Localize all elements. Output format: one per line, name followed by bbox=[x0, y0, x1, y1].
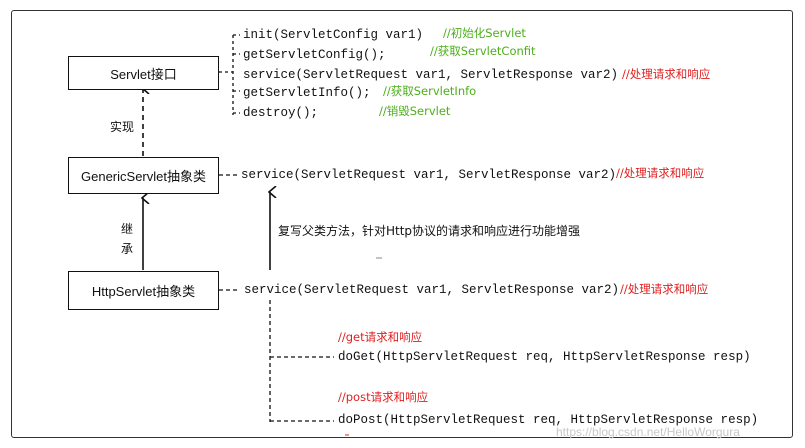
diagram-frame bbox=[11, 10, 793, 438]
servlet-method-init: init(ServletConfig var1) bbox=[243, 28, 424, 42]
doget-comment: //get请求和响应 bbox=[338, 330, 423, 344]
http-method-service: service(ServletRequest var1, ServletResp… bbox=[244, 283, 620, 297]
servlet-comment-init: //初始化Servlet bbox=[443, 26, 526, 40]
servlet-method-destroy: destroy(); bbox=[243, 106, 319, 120]
http-servlet-label: HttpServlet抽象类 bbox=[91, 284, 196, 299]
generic-servlet-box: GenericServlet抽象类 bbox=[68, 157, 219, 194]
override-note: 复写父类方法，针对Http协议的请求和响应进行功能增强 bbox=[278, 224, 581, 238]
doget-method: doGet(HttpServletRequest req, HttpServle… bbox=[338, 350, 751, 364]
generic-servlet-label: GenericServlet抽象类 bbox=[81, 169, 206, 184]
servlet-comment-getconfig: //获取ServletConfit bbox=[430, 44, 536, 58]
servlet-method-getinfo: getServletInfo(); bbox=[243, 86, 371, 100]
servlet-comment-getinfo: //获取ServletInfo bbox=[383, 84, 477, 98]
generic-method-service: service(ServletRequest var1, ServletResp… bbox=[241, 168, 617, 182]
servlet-comment-service: //处理请求和响应 bbox=[622, 67, 711, 81]
dopost-comment: //post请求和响应 bbox=[338, 390, 429, 404]
inherit-label-bottom: 承 bbox=[121, 242, 134, 256]
generic-comment-service: //处理请求和响应 bbox=[616, 166, 705, 180]
dopost-method: doPost(HttpServletRequest req, HttpServl… bbox=[338, 413, 759, 427]
inherit-label-top: 继 bbox=[121, 222, 134, 236]
implement-label: 实现 bbox=[110, 120, 135, 134]
servlet-method-service: service(ServletRequest var1, ServletResp… bbox=[243, 68, 619, 82]
servlet-comment-destroy: //销毁Servlet bbox=[379, 104, 451, 118]
servlet-interface-box: Servlet接口 bbox=[68, 56, 219, 90]
servlet-method-getconfig: getServletConfig(); bbox=[243, 48, 386, 62]
watermark: https://blog.csdn.net/HelloWorgura bbox=[556, 425, 740, 439]
http-comment-service: //处理请求和响应 bbox=[620, 282, 709, 296]
servlet-interface-label: Servlet接口 bbox=[110, 66, 177, 82]
http-servlet-box: HttpServlet抽象类 bbox=[68, 271, 219, 310]
